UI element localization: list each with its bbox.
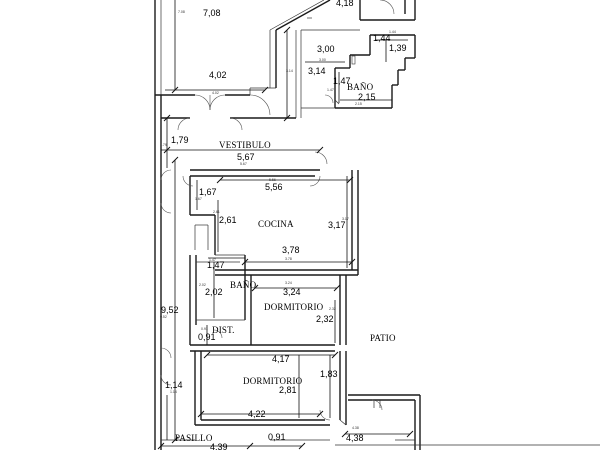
fixture-marks xyxy=(307,17,356,105)
small-dim-5-56: 5.56 xyxy=(269,178,276,182)
room-label-bano-top: BAÑO xyxy=(347,82,374,92)
room-labels: VESTIBULO COCINA BAÑO BAÑO DORMITORIO DO… xyxy=(175,82,396,443)
room-label-pasillo: PASILLO xyxy=(175,433,213,443)
dimension-lines xyxy=(161,0,410,447)
dimension-values: 7,08 4,18 3,00 1,44 1,39 4,02 3,14 1,47 … xyxy=(161,0,407,450)
room-label-dormitorio-2: DORMITORIO xyxy=(243,376,303,386)
dim-2-81: 2,81 xyxy=(279,385,297,395)
small-dim-4-38: 4.38 xyxy=(352,426,359,430)
dim-4-18: 4,18 xyxy=(336,0,354,8)
small-dim-3-24: 3.24 xyxy=(285,281,292,285)
room-label-dormitorio-1: DORMITORIO xyxy=(264,302,324,312)
small-dim-3-14: 3.14 xyxy=(286,69,293,73)
dim-1-44: 1,44 xyxy=(373,33,391,43)
small-dim-4-02: 4.02 xyxy=(212,91,219,95)
small-dim-5-67: 5.67 xyxy=(240,162,247,166)
dim-1-79: 1,79 xyxy=(171,135,189,145)
room-label-dist: DIST. xyxy=(212,325,235,335)
dim-5-67: 5,67 xyxy=(237,152,255,162)
dim-2-61: 2,61 xyxy=(219,215,237,225)
dim-3-14: 3,14 xyxy=(308,66,326,76)
room-label-cocina: COCINA xyxy=(258,219,294,229)
small-dim-2-15: 2.15 xyxy=(355,102,362,106)
dim-3-24: 3,24 xyxy=(283,287,301,297)
dim-1-39: 1,39 xyxy=(389,43,407,53)
dim-4-39: 4,39 xyxy=(210,442,228,450)
dim-9-52: 9,52 xyxy=(161,305,179,315)
small-dim-3-00: 3.00 xyxy=(319,58,326,62)
dim-4-02: 4,02 xyxy=(209,70,227,80)
small-dim-1-47b: 1.47 xyxy=(209,258,216,262)
dim-2-02: 2,02 xyxy=(205,287,223,297)
dim-1-47b: 1,47 xyxy=(207,260,225,270)
small-dim-0-91: 0.91 xyxy=(201,327,208,331)
dim-3-78: 3,78 xyxy=(282,245,300,255)
small-dim-2-32: 2.32 xyxy=(329,307,336,311)
dim-1-67: 1,67 xyxy=(199,187,217,197)
room-label-vestibulo: VESTIBULO xyxy=(219,140,271,150)
dim-1-47a: 1,47 xyxy=(333,76,351,86)
dim-1-14: 1,14 xyxy=(165,380,183,390)
walls xyxy=(154,0,600,450)
small-dim-1-14: 1.14 xyxy=(170,390,177,394)
small-dim-3-78: 3.78 xyxy=(285,257,292,261)
dim-7-08: 7,08 xyxy=(203,8,221,18)
dimension-ticks xyxy=(157,26,414,450)
small-dim-2-02: 2.02 xyxy=(199,283,206,287)
small-dim-9-52: 9.52 xyxy=(160,315,167,319)
dim-2-32: 2,32 xyxy=(316,314,334,324)
dim-4-22: 4,22 xyxy=(248,409,266,419)
dim-2-15: 2,15 xyxy=(358,92,376,102)
dim-0-91a: 0,91 xyxy=(198,332,216,342)
dim-4-17: 4,17 xyxy=(272,354,290,364)
small-dim-7-08: 7.08 xyxy=(178,10,185,14)
room-label-patio: PATIO xyxy=(370,333,396,343)
dim-5-56: 5,56 xyxy=(265,182,283,192)
dim-0-91b: 0,91 xyxy=(268,432,286,442)
dim-3-00: 3,00 xyxy=(317,44,335,54)
dim-1-83: 1,83 xyxy=(320,369,338,379)
dim-3-17: 3,17 xyxy=(328,220,346,230)
small-dim-1-67: 1.67 xyxy=(195,197,202,201)
small-dim-1-79: 1.79 xyxy=(160,143,167,147)
small-dim-1-44: 1.44 xyxy=(389,30,396,34)
dimension-values-small: 7.08 4.02 3.14 3.00 1.44 1.47 2.15 1.79 … xyxy=(160,10,396,430)
small-dim-2-61: 2.61 xyxy=(213,210,220,214)
dim-4-38: 4,38 xyxy=(346,433,364,443)
small-dim-1-47a: 1.47 xyxy=(327,88,334,92)
doors xyxy=(160,0,395,421)
room-label-bano-mid: BAÑO xyxy=(230,280,257,290)
small-dim-3-17: 3.17 xyxy=(342,217,349,221)
